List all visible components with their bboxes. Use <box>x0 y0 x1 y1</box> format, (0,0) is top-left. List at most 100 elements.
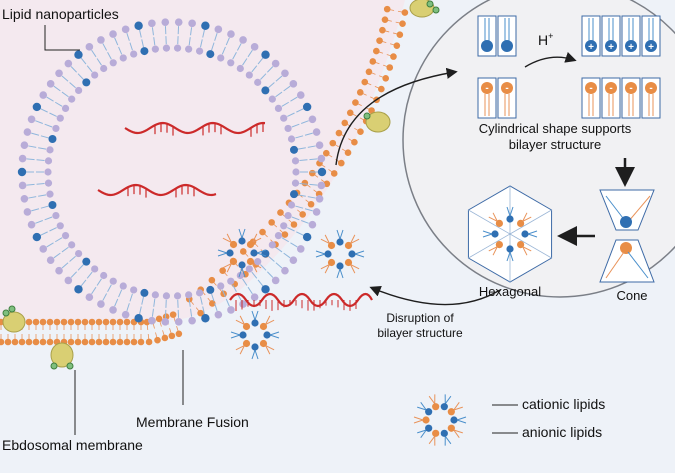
anionic-lipid-icon <box>645 82 657 94</box>
svg-text:-: - <box>589 83 592 94</box>
lnp-headgroup <box>48 135 57 144</box>
cone-shape-top <box>599 189 655 231</box>
cone-shape-bottom <box>599 239 655 283</box>
lnp-headgroup <box>290 190 299 199</box>
membrane-headgroup <box>307 200 315 208</box>
lnp-headgroup <box>27 220 36 229</box>
svg-text:+: + <box>608 42 614 53</box>
cationic-lipid-icon <box>506 245 514 253</box>
lnp-headgroup <box>261 285 270 294</box>
cationic-lipid-icon <box>251 343 259 351</box>
anionic-lipid-icon <box>229 240 238 249</box>
lnp-headgroup <box>55 266 63 275</box>
anionic-lipid-icon <box>246 257 255 266</box>
lnp-headgroup <box>109 277 117 285</box>
lnp-headgroup <box>100 271 108 280</box>
anionic-lipid-icon <box>327 241 336 250</box>
lnp-headgroup <box>239 300 247 308</box>
lnp-headgroup <box>280 114 288 122</box>
lnp-headgroup <box>281 266 289 275</box>
membrane-headgroup <box>346 109 354 117</box>
lnp-headgroup <box>130 286 138 294</box>
cationic-lipid-icon <box>238 237 246 245</box>
anionic-lipid-icon <box>447 424 455 432</box>
arrow-to-disruption <box>369 286 501 306</box>
lnp-leader-line <box>44 25 80 51</box>
mrna-strand-icon <box>124 121 266 135</box>
lnp-headgroup <box>185 291 193 299</box>
lnp-headgroup <box>134 21 143 30</box>
anionic-lipid-icon <box>344 241 353 250</box>
lnp-headgroup <box>161 318 170 326</box>
lnp-headgroup <box>75 86 83 95</box>
membrane-headgroup <box>329 139 337 147</box>
cationic-lipid-icon <box>238 261 246 269</box>
lnp-headgroup <box>271 276 280 285</box>
cationic-lipid-icon <box>440 403 448 411</box>
cationic-lipid-icon <box>336 238 344 246</box>
membrane-headgroup <box>161 334 169 342</box>
lnp-headgroup <box>261 86 270 95</box>
anionic-lipid-icon <box>422 416 430 424</box>
lnp-headgroup <box>91 265 99 273</box>
lnp-headgroup <box>239 36 247 44</box>
membrane-headgroup <box>281 231 289 238</box>
lnp-headgroup <box>227 30 235 38</box>
cationic-lipid-icon <box>324 250 332 258</box>
lnp-headgroup <box>85 43 94 51</box>
svg-text:-: - <box>649 83 652 94</box>
cationic-lipid-icon <box>263 331 271 339</box>
membrane-headgroup <box>344 149 352 156</box>
lnp-headgroup <box>109 59 117 67</box>
membrane-headgroup <box>378 85 385 93</box>
anionic-lipid-icon <box>432 429 440 437</box>
lnp-headgroup <box>134 314 143 323</box>
membrane-headgroup <box>109 318 117 326</box>
lnp-headgroup <box>201 314 210 323</box>
membrane-protein-icon <box>363 111 391 133</box>
lnp-headgroup <box>317 181 326 190</box>
membrane-headgroup <box>357 128 364 136</box>
membrane-headgroup <box>365 68 373 76</box>
cationic-lipid-icon <box>605 40 617 52</box>
lnp-headgroup <box>97 36 105 44</box>
lnp-headgroup <box>68 95 76 103</box>
membrane-headgroup <box>399 20 406 27</box>
lnp-headgroup <box>97 300 105 308</box>
lnp-headgroup <box>20 194 29 203</box>
label-cone: Cone <box>616 288 647 303</box>
lnp-headgroup <box>217 54 225 62</box>
anionic-lipid-icon <box>229 257 238 266</box>
lnp-headgroup <box>109 306 117 314</box>
lnp-headgroup <box>140 288 149 297</box>
membrane-headgroup <box>208 276 216 284</box>
lnp-headgroup <box>227 59 235 67</box>
membrane-headgroup <box>376 37 383 44</box>
lnp-headgroup <box>91 71 99 79</box>
membrane-headgroup <box>401 9 409 16</box>
lnp-headgroup <box>245 265 253 273</box>
lnp-headgroup <box>64 59 73 68</box>
membrane-headgroup <box>116 318 124 326</box>
label-membrane-fusion: Membrane Fusion <box>136 414 249 430</box>
anionic-lipid-icon <box>447 408 455 416</box>
lnp-headgroup <box>315 194 324 203</box>
membrane-headgroup <box>381 16 389 23</box>
lnp-headgroup <box>23 208 32 216</box>
svg-text:-: - <box>485 83 488 94</box>
membrane-headgroup <box>46 338 54 346</box>
cationic-lipid-icon <box>506 215 514 223</box>
membrane-headgroup <box>0 338 5 346</box>
lnp-headgroup <box>206 50 215 59</box>
membrane-headgroup <box>337 159 345 167</box>
mrna-cargo <box>97 121 266 198</box>
protonation-arrow <box>524 52 577 68</box>
lnp-headgroup <box>148 19 156 28</box>
label-endosomal-membrane: Ebdosomal membrane <box>2 437 143 453</box>
membrane-headgroup <box>209 300 216 307</box>
membrane-headgroup <box>102 338 110 346</box>
membrane-headgroup <box>88 338 96 346</box>
anionic-lipid-icon <box>259 339 268 348</box>
membrane-headgroup <box>379 26 386 34</box>
lnp-headgroup <box>201 21 210 30</box>
